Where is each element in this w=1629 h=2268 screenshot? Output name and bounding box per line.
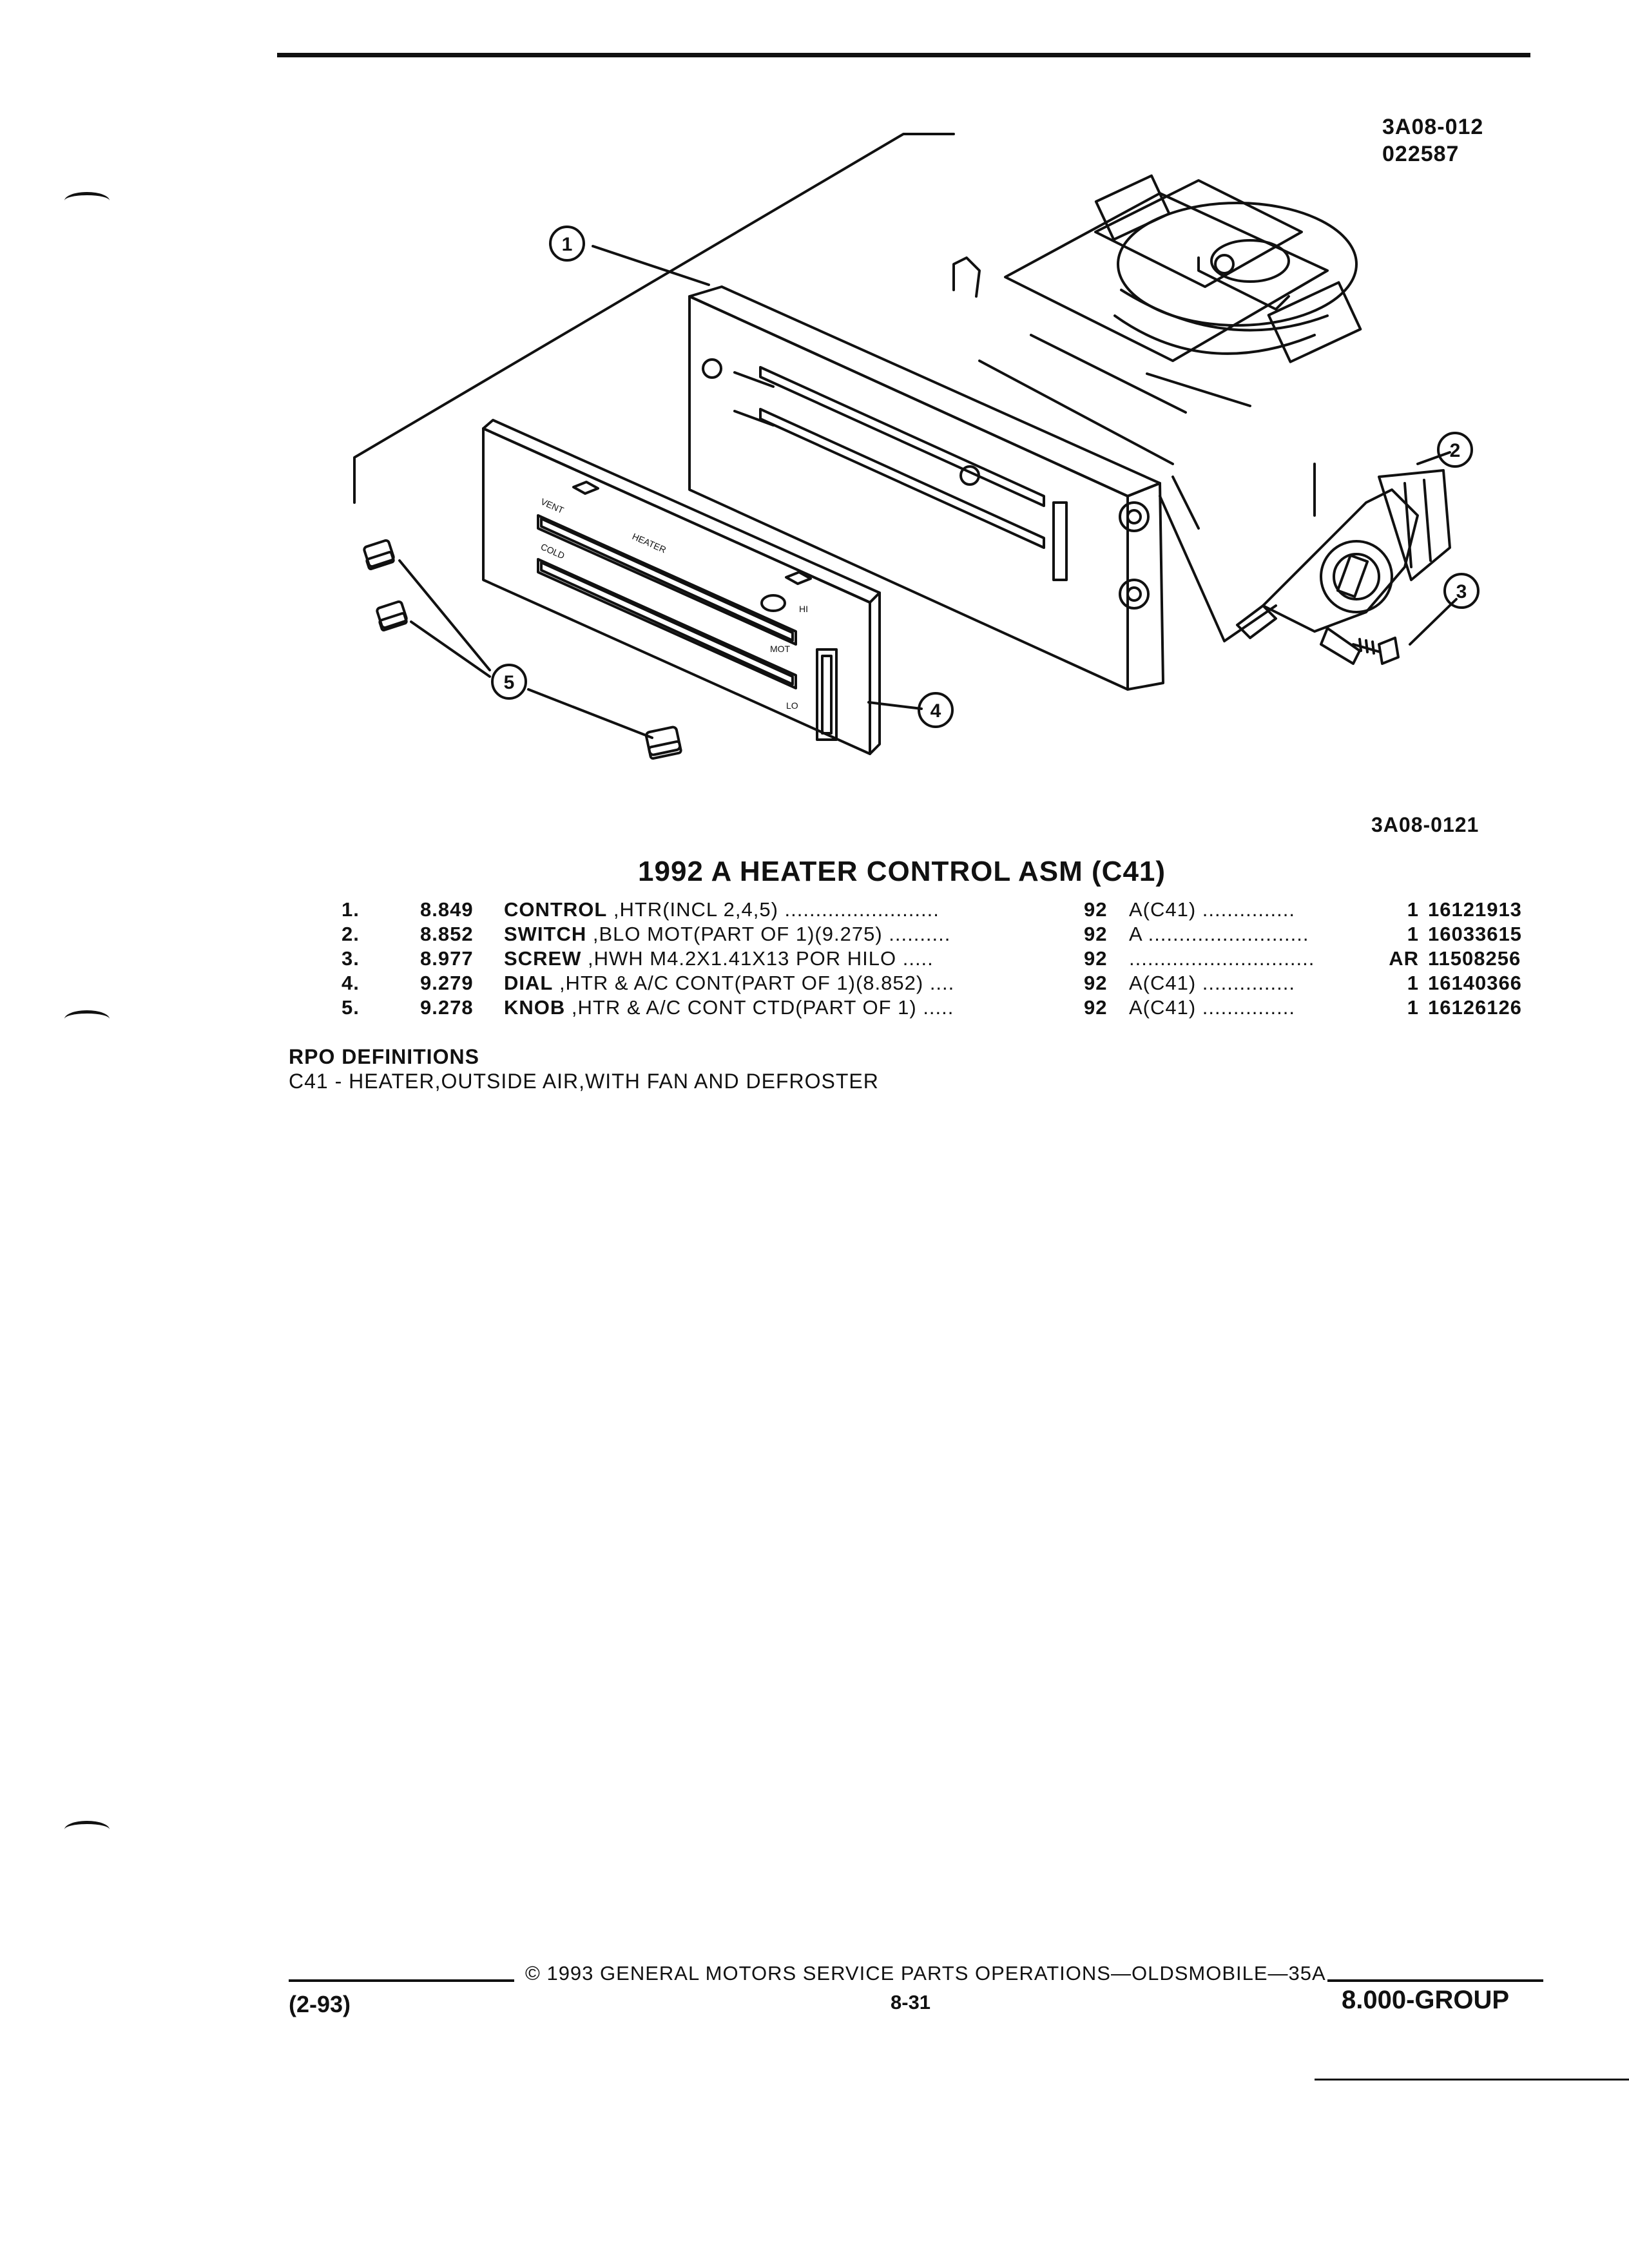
item-number: 3.	[342, 947, 360, 970]
part-row: 3. 8.977 SCREW ,HWH M4.2X1.41X13 POR HIL…	[342, 947, 1547, 972]
part-row: 4. 9.279 DIAL ,HTR & A/C CONT(PART OF 1)…	[342, 972, 1547, 996]
model-code: A(C41) ...............	[1129, 972, 1295, 994]
part-name: CONTROL	[504, 898, 608, 921]
panel-label-mot: MOT	[770, 644, 791, 654]
switch-leader-2	[1171, 476, 1200, 530]
panel-label-heater: HEATER	[631, 531, 668, 555]
margin-mark	[64, 1010, 110, 1028]
parts-list: 1. 8.849 CONTROL ,HTR(INCL 2,4,5) ......…	[342, 898, 1547, 1021]
part-description: SWITCH ,BLO MOT(PART OF 1)(9.275) ......…	[504, 923, 1074, 946]
dial-panel	[482, 419, 881, 755]
model-code: ..............................	[1129, 947, 1315, 970]
quantity: AR	[1389, 947, 1419, 970]
section-title: 1992 A HEATER CONTROL ASM (C41)	[638, 856, 1166, 887]
group-number: 9.279	[420, 972, 474, 994]
model-code: A ..........................	[1129, 923, 1309, 945]
panel-label-cold: COLD	[539, 541, 566, 561]
model-code: A(C41) ...............	[1129, 898, 1295, 921]
part-description: SCREW ,HWH M4.2X1.41X13 POR HILO .....	[504, 947, 1074, 970]
part-detail: ,HTR & A/C CONT CTD(PART OF 1) .....	[565, 996, 954, 1019]
figure-id: 3A08-012	[1382, 115, 1484, 139]
group-number: 8.977	[420, 947, 474, 970]
group-label: 8.000-GROUP	[1342, 1986, 1510, 2014]
part-row: 2. 8.852 SWITCH ,BLO MOT(PART OF 1)(9.27…	[342, 923, 1547, 947]
rpo-heading: RPO DEFINITIONS	[289, 1045, 479, 1068]
top-rule	[277, 53, 1530, 57]
copyright: © 1993 GENERAL MOTORS SERVICE PARTS OPER…	[525, 1962, 1326, 1984]
part-detail: ,HTR(INCL 2,4,5) .......................…	[607, 898, 940, 921]
page-number: 8-31	[891, 1991, 931, 2013]
switch-leader	[1159, 495, 1277, 642]
part-name: DIAL	[504, 972, 554, 994]
bottom-edge-rule	[1315, 2079, 1629, 2081]
part-number: 16126126	[1428, 996, 1522, 1019]
group-number: 9.278	[420, 996, 474, 1019]
callout-4: 4	[930, 700, 941, 722]
knobs	[363, 539, 682, 760]
part-name: SCREW	[504, 947, 582, 970]
model-year: 92	[1084, 972, 1108, 994]
screw	[1352, 637, 1400, 665]
callout-3: 3	[1456, 581, 1467, 602]
panel-label-hi: HI	[799, 604, 808, 614]
margin-mark	[64, 1821, 110, 1838]
quantity: 1	[1407, 923, 1419, 945]
figure-date: 022587	[1382, 142, 1460, 166]
quantity: 1	[1407, 996, 1419, 1019]
part-detail: ,HWH M4.2X1.41X13 POR HILO .....	[581, 947, 934, 970]
callout-5: 5	[504, 672, 515, 693]
rpo-definition: C41 - HEATER,OUTSIDE AIR,WITH FAN AND DE…	[289, 1070, 879, 1093]
model-year: 92	[1084, 996, 1108, 1019]
item-number: 5.	[342, 996, 360, 1019]
revision-date: (2-93)	[289, 1991, 351, 2017]
part-row: 1. 8.849 CONTROL ,HTR(INCL 2,4,5) ......…	[342, 898, 1547, 923]
figure-id-bottom: 3A08-0121	[1371, 813, 1480, 836]
blower-switch	[1236, 463, 1451, 665]
part-number: 11508256	[1428, 947, 1521, 970]
part-row: 5. 9.278 KNOB ,HTR & A/C CONT CTD(PART O…	[342, 996, 1547, 1021]
quantity: 1	[1407, 898, 1419, 921]
part-number: 16140366	[1428, 972, 1522, 994]
footer-rule-right	[1327, 1979, 1543, 1982]
callout-1-leader	[592, 245, 710, 286]
callout-2: 2	[1450, 440, 1461, 461]
assembly-bracket-line	[353, 133, 955, 504]
item-number: 1.	[342, 898, 360, 921]
part-name: KNOB	[504, 996, 566, 1019]
part-description: KNOB ,HTR & A/C CONT CTD(PART OF 1) ....…	[504, 996, 1074, 1019]
item-number: 4.	[342, 972, 360, 994]
part-description: CONTROL ,HTR(INCL 2,4,5) ...............…	[504, 898, 1074, 921]
item-number: 2.	[342, 923, 360, 945]
model-year: 92	[1084, 923, 1108, 945]
group-number: 8.852	[420, 923, 474, 945]
control-housing	[688, 285, 1164, 691]
part-name: SWITCH	[504, 923, 587, 945]
quantity: 1	[1407, 972, 1419, 994]
exploded-diagram: 1 2 3 4 5 VENT HEATER COLD HI MOT LO	[353, 133, 1480, 760]
callout-1: 1	[562, 234, 573, 255]
model-year: 92	[1084, 947, 1108, 970]
model-year: 92	[1084, 898, 1108, 921]
part-description: DIAL ,HTR & A/C CONT(PART OF 1)(8.852) .…	[504, 972, 1074, 995]
footer-rule-left	[289, 1979, 514, 1982]
panel-label-vent: VENT	[539, 496, 566, 515]
part-detail: ,HTR & A/C CONT(PART OF 1)(8.852) ....	[553, 972, 955, 994]
group-number: 8.849	[420, 898, 474, 921]
panel-label-lo: LO	[786, 700, 798, 711]
mechanism-frame	[952, 174, 1362, 465]
model-code: A(C41) ...............	[1129, 996, 1295, 1019]
margin-mark	[64, 192, 110, 209]
part-detail: ,BLO MOT(PART OF 1)(9.275) ..........	[586, 923, 951, 945]
part-number: 16121913	[1428, 898, 1522, 921]
part-number: 16033615	[1428, 923, 1522, 945]
